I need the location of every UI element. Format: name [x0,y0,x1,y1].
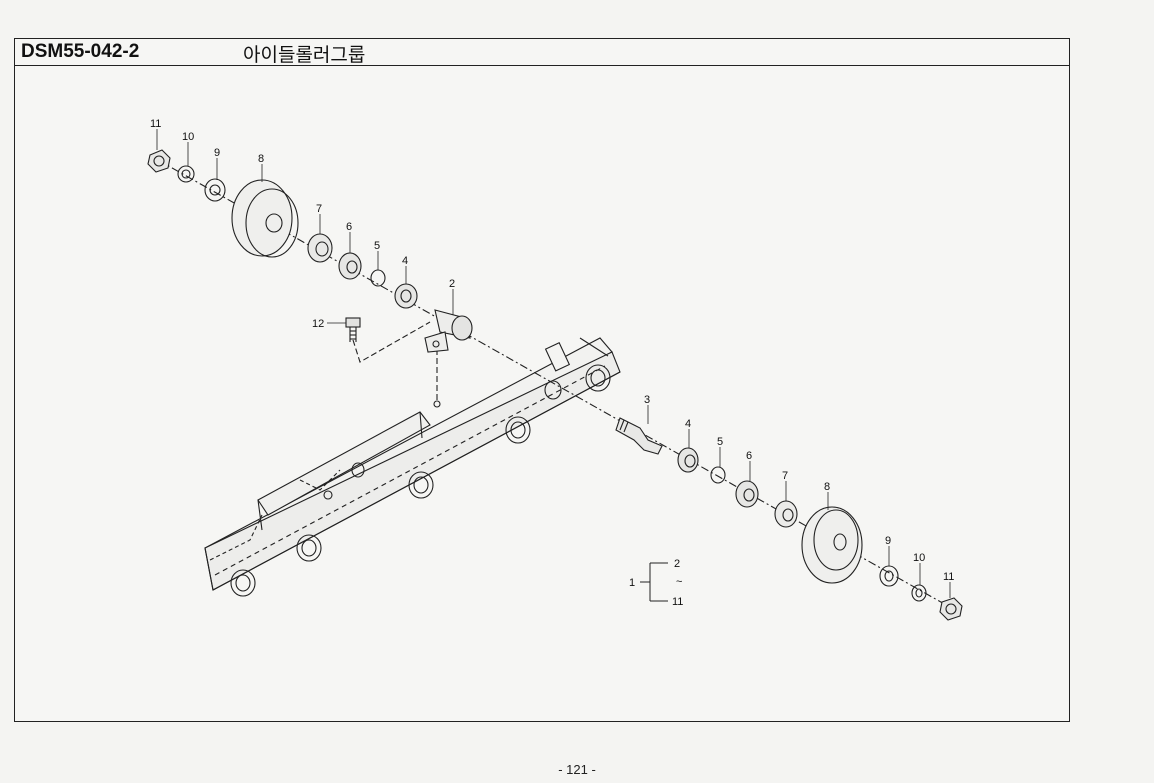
assembly-range-start: 2 [674,558,680,570]
lock-washer-10-upper [177,165,195,183]
callout-9-upper: 9 [214,147,220,159]
assembly-range-end: 11 [672,596,683,608]
bolt-axis-line [352,321,431,363]
callout-8-upper: 8 [258,153,264,165]
shaft-3 [615,417,663,455]
callout-11-upper: 11 [150,118,161,130]
idler-roller-8-lower [801,506,863,584]
title-block: DSM55-042-2 아이들롤러그룹 [15,39,1069,66]
callout-12: 12 [312,318,324,330]
callout-6-lower: 6 [746,450,752,462]
washer-9-lower [879,565,899,587]
washer-9-upper [204,178,226,202]
callout-2: 2 [449,278,455,290]
bolt-12 [345,317,361,342]
bearing-4-lower [677,447,699,473]
callout-5-upper: 5 [374,240,380,252]
document-code: DSM55-042-2 [21,41,140,62]
callout-7-lower: 7 [782,470,788,482]
collar-7-lower [774,500,798,528]
lock-washer-10-lower [911,584,927,602]
nut-11-lower [939,597,963,621]
assembly-range-tilde: ~ [676,576,682,588]
bearing-4-upper [394,283,418,309]
callout-4-lower: 4 [685,418,691,430]
callout-4-upper: 4 [402,255,408,267]
page-title: 아이들롤러그룹 [243,44,366,66]
assembly-bracket [640,562,668,602]
nut-11-upper [147,149,171,173]
seal-6-lower [735,480,759,508]
callout-10-lower: 10 [913,552,925,564]
callout-3: 3 [644,394,650,406]
leader-lines [156,129,951,598]
callout-11-lower: 11 [943,571,954,583]
callout-10-upper: 10 [182,131,194,143]
idler-roller-8-upper [231,179,299,258]
assembly-number: 1 [629,577,635,589]
callout-7-upper: 7 [316,203,322,215]
callout-labels: 11 10 9 8 7 6 5 4 2 12 3 4 5 6 7 8 9 10 … [150,118,954,608]
collar-7-upper [307,233,333,263]
track-frame [204,337,621,597]
callout-8-lower: 8 [824,481,830,493]
seal-6-upper [338,252,362,280]
callout-9-lower: 9 [885,535,891,547]
bracket-2 [424,309,473,353]
page-number: - 121 - [558,762,596,777]
snap-ring-5-lower [710,466,726,484]
callout-5-lower: 5 [717,436,723,448]
callout-6-upper: 6 [346,221,352,233]
